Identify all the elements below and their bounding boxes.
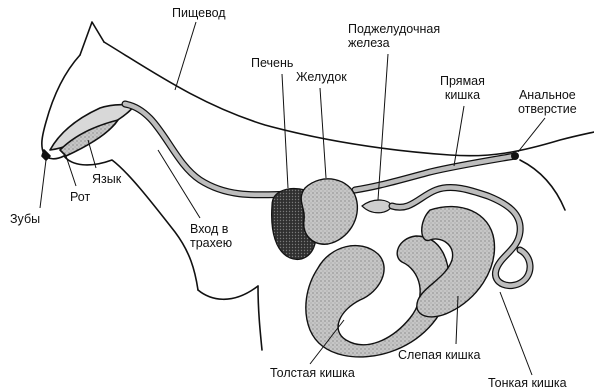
leader-esophagus <box>175 22 196 90</box>
label-tongue-text: Язык <box>92 172 121 186</box>
label-liver: Печень <box>251 56 293 70</box>
label-large-intestine: Толстая кишка <box>270 366 355 380</box>
label-esophagus: Пищевод <box>172 6 226 20</box>
label-small-intestine: Тонкая кишка <box>488 376 567 390</box>
horse-hind-line <box>520 160 565 210</box>
label-liver-text: Печень <box>251 56 293 70</box>
stomach-organ <box>301 179 357 244</box>
horse-chest-line <box>198 286 258 299</box>
pancreas-organ <box>362 200 392 213</box>
label-teeth: Зубы <box>10 212 40 226</box>
leader-stomach <box>320 88 326 178</box>
leader-anus <box>518 118 545 152</box>
label-rectum-line-1: Прямая <box>440 74 485 88</box>
label-small-intestine-text: Тонкая кишка <box>488 376 567 390</box>
label-esophagus-text: Пищевод <box>172 6 226 20</box>
esophagus-tube <box>125 104 290 195</box>
horse-ear <box>80 22 104 55</box>
leader-tongue <box>88 140 96 168</box>
label-anus: Анальное отверстие <box>518 88 577 116</box>
label-pancreas: Поджелудочная железа <box>348 22 440 50</box>
leader-rectum <box>454 106 464 166</box>
label-trachea-entrance: Вход в трахею <box>190 222 232 250</box>
label-anus-line-1: Анальное <box>518 88 577 102</box>
label-mouth-text: Рот <box>70 190 90 204</box>
label-cecum: Слепая кишка <box>398 348 480 362</box>
label-rectum-line-2: кишка <box>440 88 485 102</box>
label-trachea-line-1: Вход в <box>190 222 232 236</box>
label-stomach-text: Желудок <box>296 70 347 84</box>
label-anus-line-2: отверстие <box>518 102 577 116</box>
horse-jaw-line <box>64 156 198 290</box>
anus-opening <box>511 152 519 160</box>
leader-mouth <box>66 156 76 186</box>
label-pancreas-line-2: железа <box>348 36 440 50</box>
label-rectum: Прямая кишка <box>440 74 485 102</box>
label-large-intestine-text: Толстая кишка <box>270 366 355 380</box>
label-trachea-line-2: трахею <box>190 236 232 250</box>
label-cecum-text: Слепая кишка <box>398 348 480 362</box>
label-mouth: Рот <box>70 190 90 204</box>
label-tongue: Язык <box>92 172 121 186</box>
label-teeth-text: Зубы <box>10 212 40 226</box>
label-stomach: Желудок <box>296 70 347 84</box>
leader-teeth <box>40 160 46 208</box>
leader-pancreas <box>378 54 388 200</box>
leader-small-intestine <box>500 292 532 375</box>
label-pancreas-line-1: Поджелудочная <box>348 22 440 36</box>
horse-leg-line <box>258 286 262 350</box>
